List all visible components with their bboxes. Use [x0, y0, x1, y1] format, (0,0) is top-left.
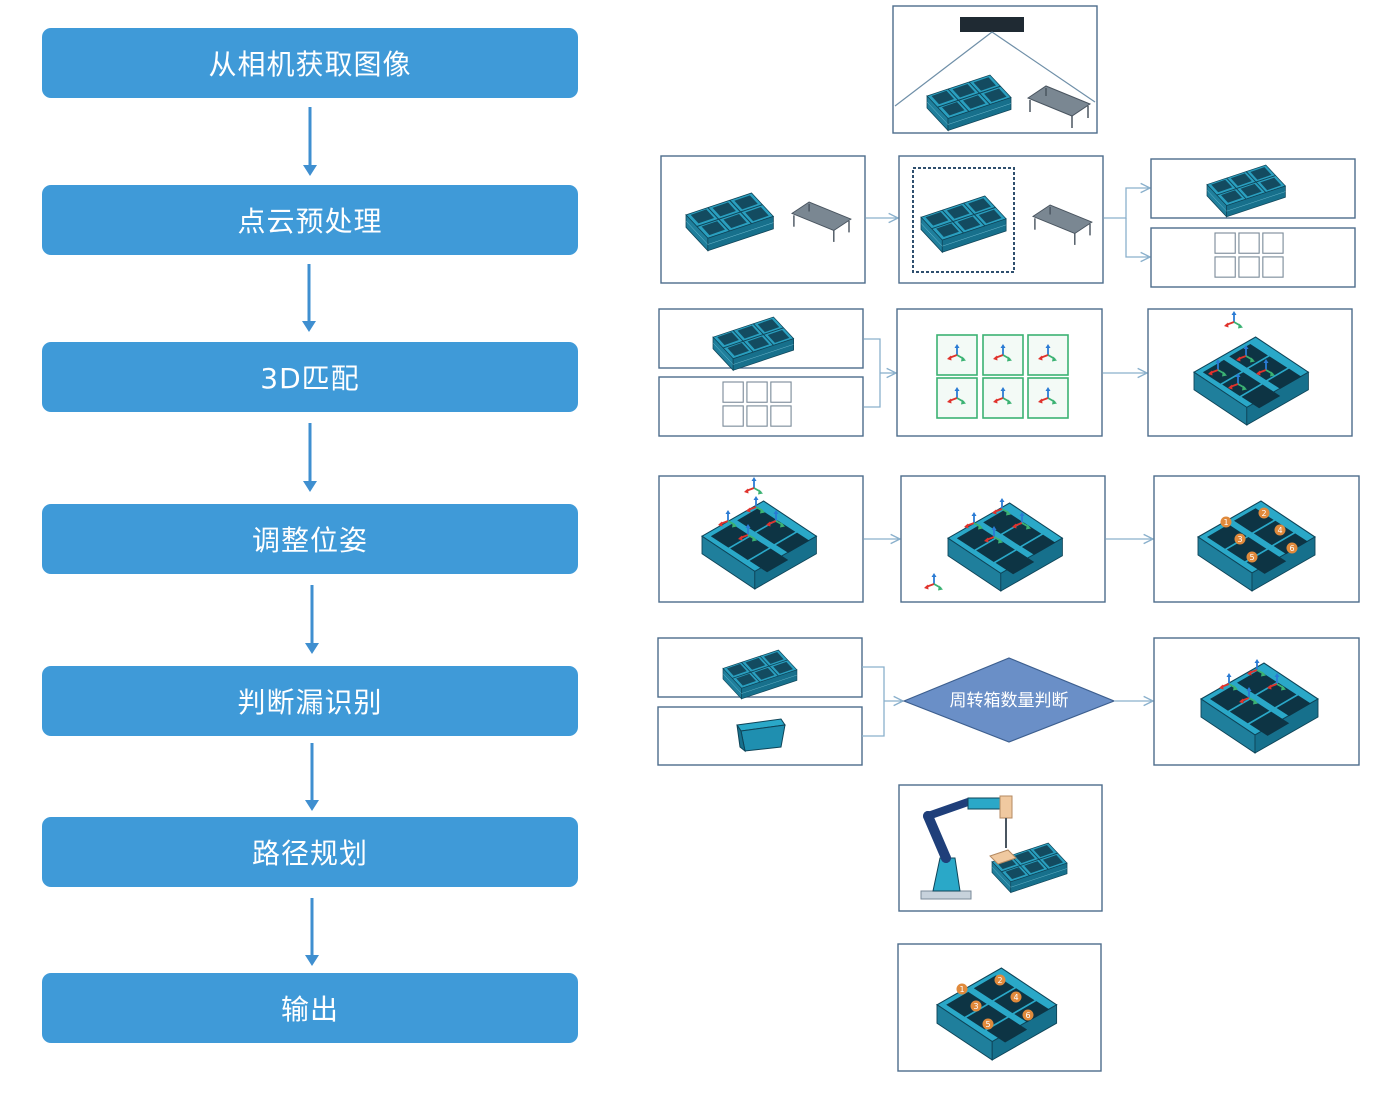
- step-acquire-image: 从相机获取图像: [42, 28, 578, 98]
- raw-pointcloud-panel: [660, 155, 866, 284]
- camera-icon: [960, 17, 1024, 32]
- output-label-4: 4: [1013, 993, 1018, 1002]
- box-cloud-panel: [1150, 158, 1356, 219]
- output-label-1: 1: [959, 985, 964, 994]
- pose-before-panel: [658, 475, 864, 603]
- pick-label-2: 2: [1261, 509, 1266, 518]
- picked-item: [989, 849, 1017, 865]
- robot-arm: [920, 795, 1013, 900]
- pick-label-4: 4: [1277, 526, 1282, 535]
- output-label-2: 2: [997, 976, 1002, 985]
- pose-adjusting-panel: [900, 475, 1106, 603]
- step-miss-detection: 判断漏识别: [42, 666, 578, 736]
- flow-arrow-3: [303, 423, 317, 492]
- pick-label-3: 3: [1237, 535, 1242, 544]
- match-input-template-panel: [658, 376, 864, 437]
- decision-diamond: 周转箱数量判断: [902, 657, 1116, 743]
- flow-arrow-6: [305, 898, 319, 966]
- single-box-panel: [657, 706, 863, 766]
- output-panel: 1 2 3 4 5 6: [897, 943, 1102, 1072]
- pick-label-1: 1: [1223, 518, 1228, 527]
- matched-cells-panel: [896, 308, 1103, 437]
- output-label-5: 5: [985, 1020, 990, 1029]
- robot-path-panel: [898, 784, 1103, 912]
- step-path-planning: 路径规划: [42, 817, 578, 887]
- match-input-cloud-panel: [658, 308, 864, 371]
- camera-capture-panel: [892, 5, 1098, 134]
- flow-arrow-4: [305, 585, 319, 654]
- output-label-6: 6: [1025, 1011, 1030, 1020]
- cell-template-panel: [1150, 227, 1356, 288]
- pick-label-5: 5: [1249, 553, 1254, 562]
- matched-pose-panel: [1147, 308, 1353, 437]
- step-3d-matching: 3D匹配: [42, 342, 578, 412]
- pose-numbered-panel: 1 2 3 4 5 6: [1153, 475, 1360, 603]
- output-label-3: 3: [973, 1002, 978, 1011]
- step-adjust-pose: 调整位姿: [42, 504, 578, 574]
- pick-label-6: 6: [1289, 544, 1294, 553]
- flow-arrow-5: [305, 743, 319, 811]
- decision-label: 周转箱数量判断: [950, 691, 1069, 711]
- roi-crop-panel: [898, 155, 1104, 284]
- single-turnover-box: [736, 718, 786, 753]
- flow-arrow-1: [303, 107, 317, 176]
- detected-box-panel: [657, 637, 863, 700]
- judged-box-panel: [1153, 637, 1360, 766]
- step-output: 输出: [42, 973, 578, 1043]
- roi-box: [912, 167, 1015, 273]
- flow-arrow-2: [302, 264, 316, 332]
- step-pointcloud-preprocess: 点云预处理: [42, 185, 578, 255]
